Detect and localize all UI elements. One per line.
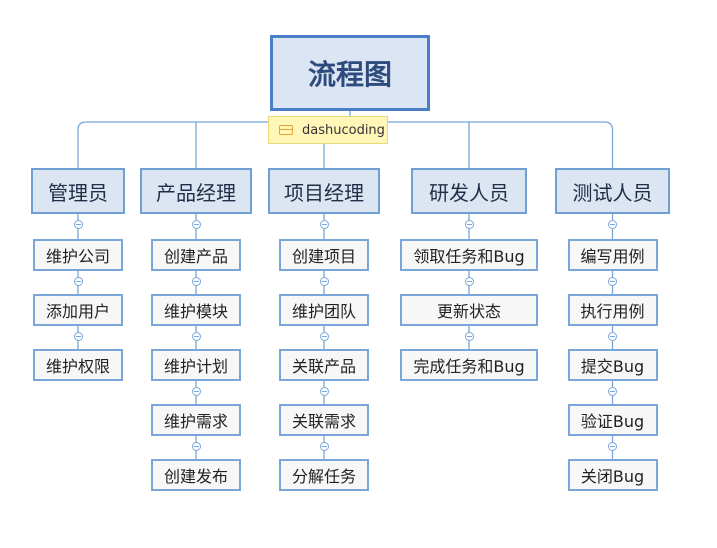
task-topic[interactable]: 验证Bug	[567, 404, 658, 436]
task-topic[interactable]: 分解任务	[279, 459, 369, 491]
collapse-toggle-icon[interactable]	[191, 441, 201, 451]
collapse-toggle-icon[interactable]	[319, 219, 329, 229]
task-topic[interactable]: 提交Bug	[567, 349, 658, 381]
collapse-toggle-icon[interactable]	[191, 331, 201, 341]
task-topic[interactable]: 维护公司	[33, 239, 123, 271]
task-topic[interactable]: 领取任务和Bug	[400, 239, 538, 271]
task-topic[interactable]: 创建项目	[279, 239, 369, 271]
task-topic[interactable]: 完成任务和Bug	[400, 349, 538, 381]
collapse-toggle-icon[interactable]	[191, 219, 201, 229]
collapse-toggle-icon[interactable]	[464, 219, 474, 229]
task-topic[interactable]: 添加用户	[33, 294, 123, 326]
collapse-toggle-icon[interactable]	[464, 276, 474, 286]
root-topic[interactable]: 流程图	[270, 35, 430, 111]
note-text: dashucoding	[302, 122, 385, 138]
task-topic[interactable]: 维护团队	[279, 294, 369, 326]
task-topic[interactable]: 维护需求	[151, 404, 241, 436]
task-topic[interactable]: 更新状态	[400, 294, 538, 326]
collapse-toggle-icon[interactable]	[608, 276, 617, 286]
task-topic[interactable]: 创建产品	[151, 239, 241, 271]
collapse-toggle-icon[interactable]	[464, 331, 474, 341]
task-topic[interactable]: 维护权限	[33, 349, 123, 381]
role-topic[interactable]: 产品经理	[140, 168, 252, 214]
collapse-toggle-icon[interactable]	[191, 276, 201, 286]
collapse-toggle-icon[interactable]	[608, 441, 617, 451]
collapse-toggle-icon[interactable]	[608, 331, 617, 341]
task-topic[interactable]: 关闭Bug	[567, 459, 658, 491]
task-topic[interactable]: 执行用例	[567, 294, 658, 326]
collapse-toggle-icon[interactable]	[608, 219, 617, 229]
role-topic[interactable]: 研发人员	[411, 168, 527, 214]
task-topic[interactable]: 关联需求	[279, 404, 369, 436]
role-topic[interactable]: 项目经理	[268, 168, 380, 214]
collapse-toggle-icon[interactable]	[608, 386, 617, 396]
task-topic[interactable]: 维护计划	[151, 349, 241, 381]
role-topic[interactable]: 测试人员	[555, 168, 670, 214]
collapse-toggle-icon[interactable]	[73, 219, 83, 229]
role-topic[interactable]: 管理员	[31, 168, 125, 214]
task-topic[interactable]: 关联产品	[279, 349, 369, 381]
note-label[interactable]: dashucoding	[268, 116, 388, 144]
note-icon	[279, 125, 293, 135]
collapse-toggle-icon[interactable]	[319, 331, 329, 341]
task-topic[interactable]: 创建发布	[151, 459, 241, 491]
task-topic[interactable]: 编写用例	[567, 239, 658, 271]
task-topic[interactable]: 维护模块	[151, 294, 241, 326]
collapse-toggle-icon[interactable]	[319, 386, 329, 396]
collapse-toggle-icon[interactable]	[319, 441, 329, 451]
collapse-toggle-icon[interactable]	[73, 331, 83, 341]
collapse-toggle-icon[interactable]	[319, 276, 329, 286]
collapse-toggle-icon[interactable]	[191, 386, 201, 396]
collapse-toggle-icon[interactable]	[73, 276, 83, 286]
